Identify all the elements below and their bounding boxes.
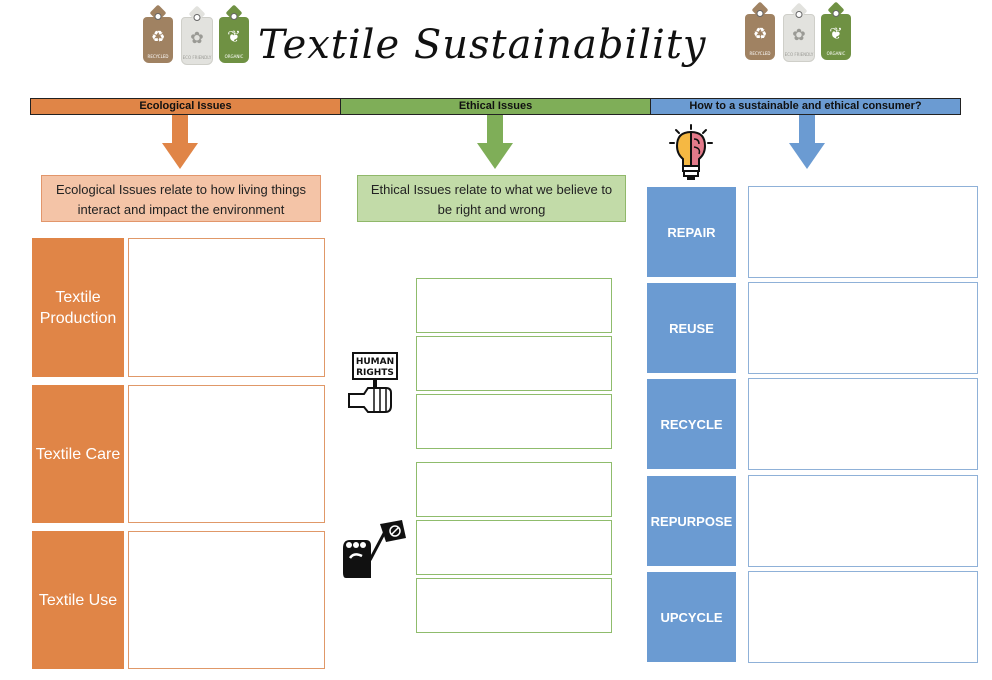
ethical-answer-box-3[interactable] [416,394,612,449]
repurpose-answer-box[interactable] [748,475,978,567]
eco-friendly-tag-icon: ✿ECO FRIENDLY [181,14,213,65]
upcycle-answer-box[interactable] [748,571,978,663]
ecological-issues-header: Ecological Issues [30,98,341,115]
repurpose-label: REPURPOSE [647,476,736,566]
svg-text:RIGHTS: RIGHTS [356,368,394,378]
ethical-answer-box-5[interactable] [416,520,612,575]
recycled-tag-icon: ♻RECYCLED [143,13,173,63]
organic-tag-icon: ❦ORGANIC [219,13,249,63]
lightbulb-brain-icon [668,124,714,182]
ethical-answer-box-4[interactable] [416,462,612,517]
textile-production-label: Textile Production [32,238,124,377]
arrow-down-icon [789,115,825,171]
textile-use-answer-box[interactable] [128,531,325,669]
textile-care-answer-box[interactable] [128,385,325,523]
ethical-issues-header: Ethical Issues [340,98,651,115]
recycle-answer-box[interactable] [748,378,978,470]
ethical-answer-box-2[interactable] [416,336,612,391]
upcycle-label: UPCYCLE [647,572,736,662]
human-rights-icon: HUMAN RIGHTS [346,352,402,416]
svg-text:HUMAN: HUMAN [356,357,394,367]
eco-friendly-tag-icon: ✿ECO FRIENDLY [783,11,815,62]
protest-fist-flag-icon [340,518,408,580]
page-title: Textile Sustainability [258,22,707,68]
textile-use-label: Textile Use [32,531,124,669]
ecological-info-box: Ecological Issues relate to how living t… [41,175,321,222]
arrow-down-icon [477,115,513,171]
ethical-info-box: Ethical Issues relate to what we believe… [357,175,626,222]
recycle-label: RECYCLE [647,379,736,469]
repair-label: REPAIR [647,187,736,277]
repair-answer-box[interactable] [748,186,978,278]
recycled-tag-icon: ♻RECYCLED [745,10,775,60]
textile-production-answer-box[interactable] [128,238,325,377]
reuse-answer-box[interactable] [748,282,978,374]
organic-tag-icon: ❦ORGANIC [821,10,851,60]
arrow-down-icon [162,115,198,171]
ethical-answer-box-1[interactable] [416,278,612,333]
ethical-answer-box-6[interactable] [416,578,612,633]
consumer-header: How to a sustainable and ethical consume… [650,98,961,115]
textile-care-label: Textile Care [32,385,124,523]
reuse-label: REUSE [647,283,736,373]
